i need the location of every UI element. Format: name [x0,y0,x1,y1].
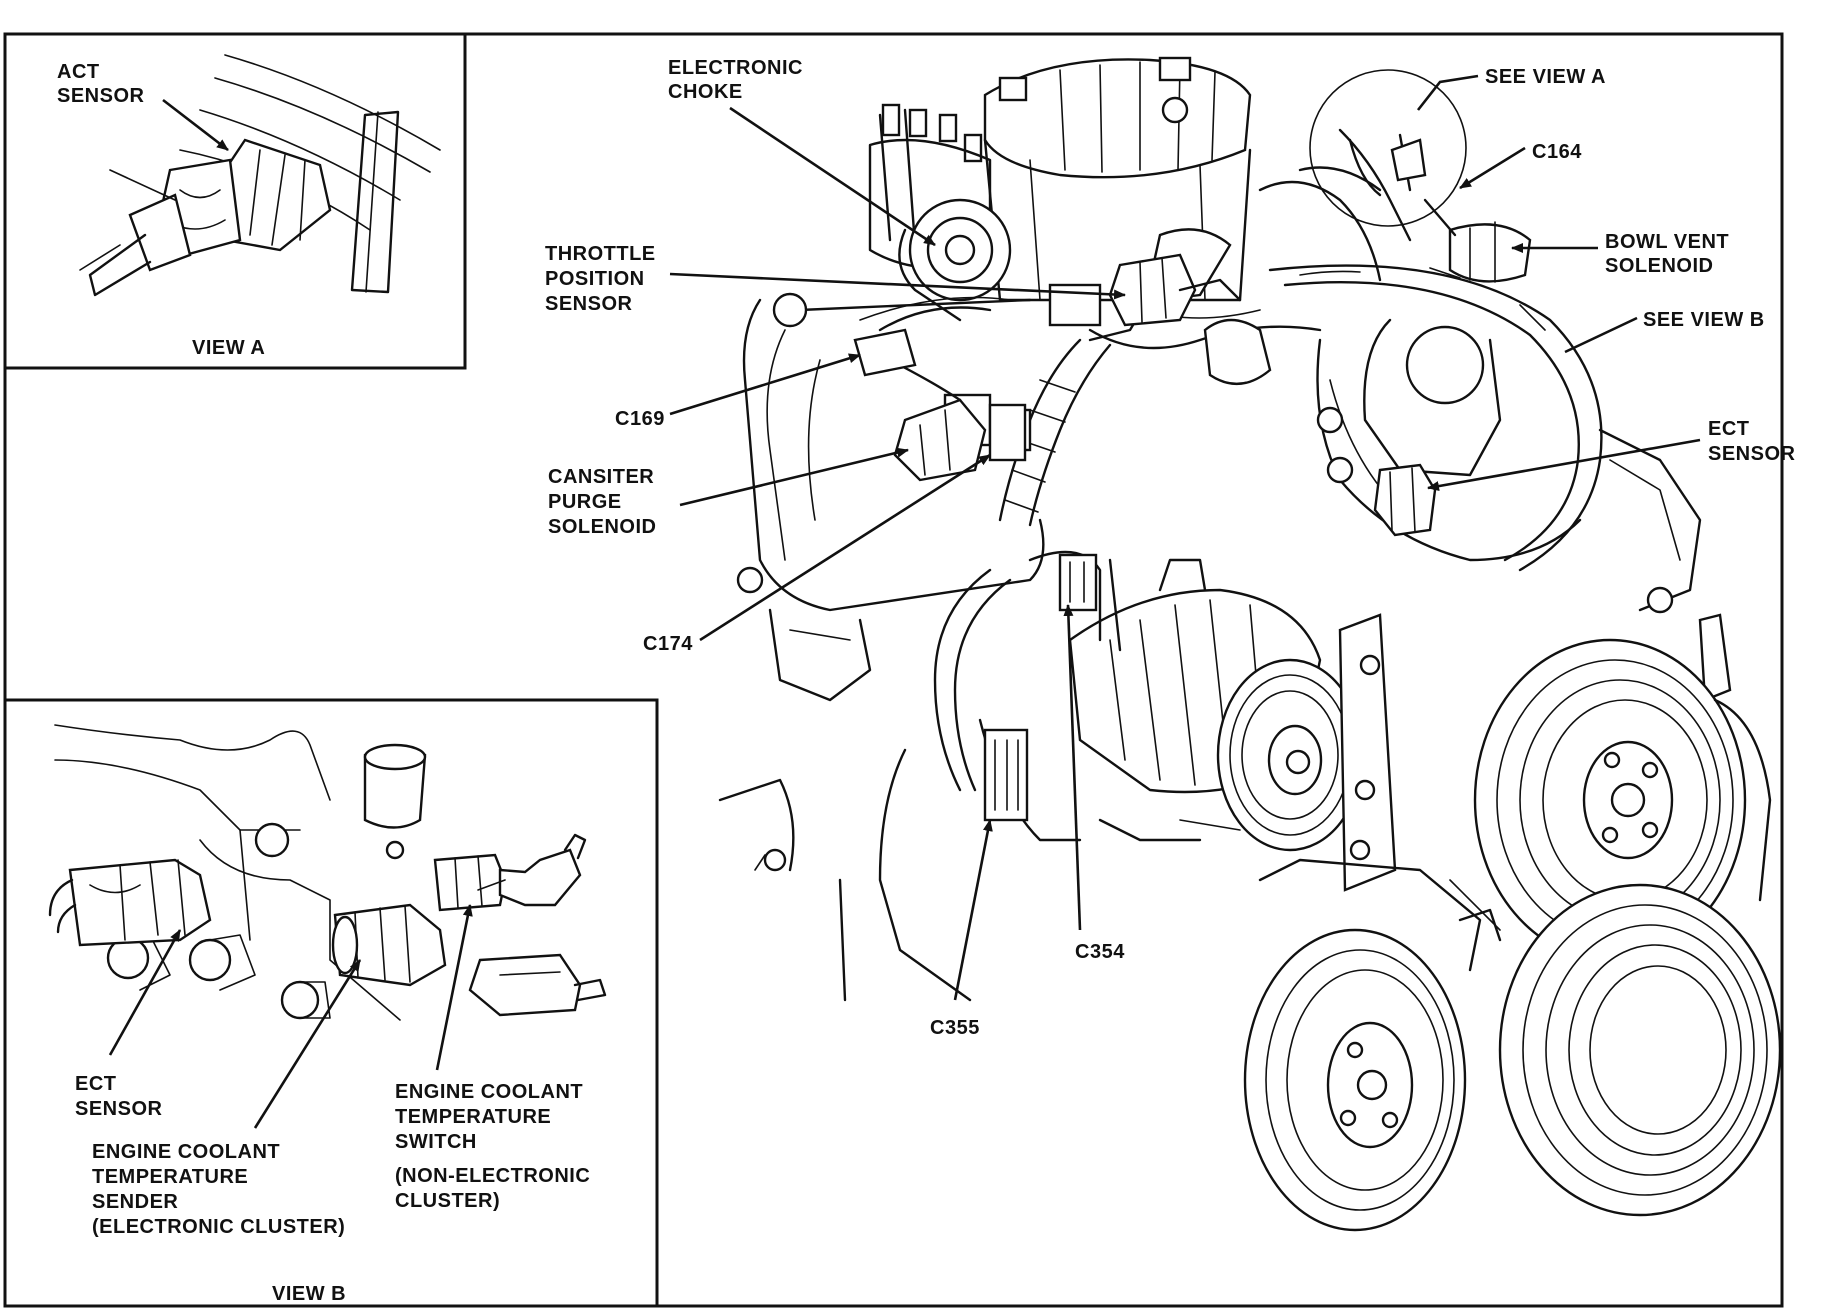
tps-part [1108,253,1272,386]
leader-tps [669,272,1126,300]
label-bowl-vent-solenoid: BOWL VENT SOLENOID [1605,231,1735,277]
label-throttle-position-sensor: THROTTLE POSITION SENSOR [545,243,662,315]
view-a-frame [3,32,467,370]
leader-view-b-ect-sensor [108,929,182,1056]
view-b-illustration [48,724,607,1021]
leader-c355 [953,819,993,1001]
label-see-view-b: SEE VIEW B [1643,309,1765,331]
view-b-caption: VIEW B [272,1283,346,1305]
label-electronic-choke: ELECTRONIC CHOKE [668,57,809,103]
leader-see-view-b [1564,316,1638,354]
leader-c174 [699,453,991,642]
label-c355: C355 [930,1017,980,1039]
label-act-sensor: ACT SENSOR [57,61,145,107]
leader-c164 [1459,146,1526,190]
leader-main-ect-sensor [1427,438,1701,492]
distributor [868,103,992,270]
front-cover [1258,698,1772,972]
bowl-vent-solenoid-part [1423,198,1532,283]
harness-loop [1258,138,1603,572]
view-b-labels: ECT SENSOR ENGINE COOLANT TEMPERATURE SE… [75,1073,596,1305]
label-c174: C174 [643,633,693,655]
outer-frame [3,32,1784,1308]
label-see-view-a: SEE VIEW A [1485,66,1606,88]
view-a-illustration [79,54,441,297]
label-canister-purge-solenoid: CANSITER PURGE SOLENOID [548,466,660,538]
purge-solenoid-part [853,328,1027,482]
view-a-labels: ACT SENSOR VIEW A [57,61,265,359]
coolant-sender-part [331,903,447,987]
label-main-ect-sensor: ECT SENSOR [1708,418,1796,465]
alternator-pulley [1216,658,1364,852]
view-b-frame [3,698,659,1308]
leader-coolant-sender [253,959,362,1129]
coolant-switch-part [433,833,587,912]
label-view-b-ect-sensor: ECT SENSOR [75,1073,163,1120]
label-c169: C169 [615,408,665,430]
main-labels: ELECTRONIC CHOKE THROTTLE POSITION SENSO… [545,57,1796,1039]
leader-purge-solenoid [679,447,909,507]
water-neck [1316,318,1582,562]
label-c164: C164 [1532,141,1582,163]
act-sensor-part [79,138,332,297]
leader-coolant-switch [435,904,473,1071]
leader-lines [108,74,1701,1129]
label-c354: C354 [1075,941,1125,963]
view-a-caption: VIEW A [192,337,265,359]
diagram-frames [3,32,1784,1308]
leader-act-sensor [162,98,229,152]
leader-see-view-a [1416,74,1479,111]
view-a-callout-circle [1309,69,1467,242]
leader-c354 [1063,604,1082,931]
power-steering-pulley [1243,928,1467,1232]
leader-c169 [669,353,861,416]
label-coolant-switch-note: (NON-ELECTRONIC CLUSTER) [395,1165,596,1212]
valve-cover-left [736,292,1045,612]
leader-electronic-choke [729,106,936,247]
accessory-bracket [1338,613,1397,892]
view-b-ect-sensor-part [48,858,212,947]
lower-harness [933,550,1122,822]
label-coolant-switch: ENGINE COOLANT TEMPERATURE SWITCH [395,1081,589,1153]
engine-illustration [718,56,1782,1232]
choke-housing [898,198,1012,322]
crankshaft-pulley [1498,883,1782,1217]
label-coolant-sender: ENGINE COOLANT TEMPERATURE SENDER (ELECT… [92,1141,345,1238]
